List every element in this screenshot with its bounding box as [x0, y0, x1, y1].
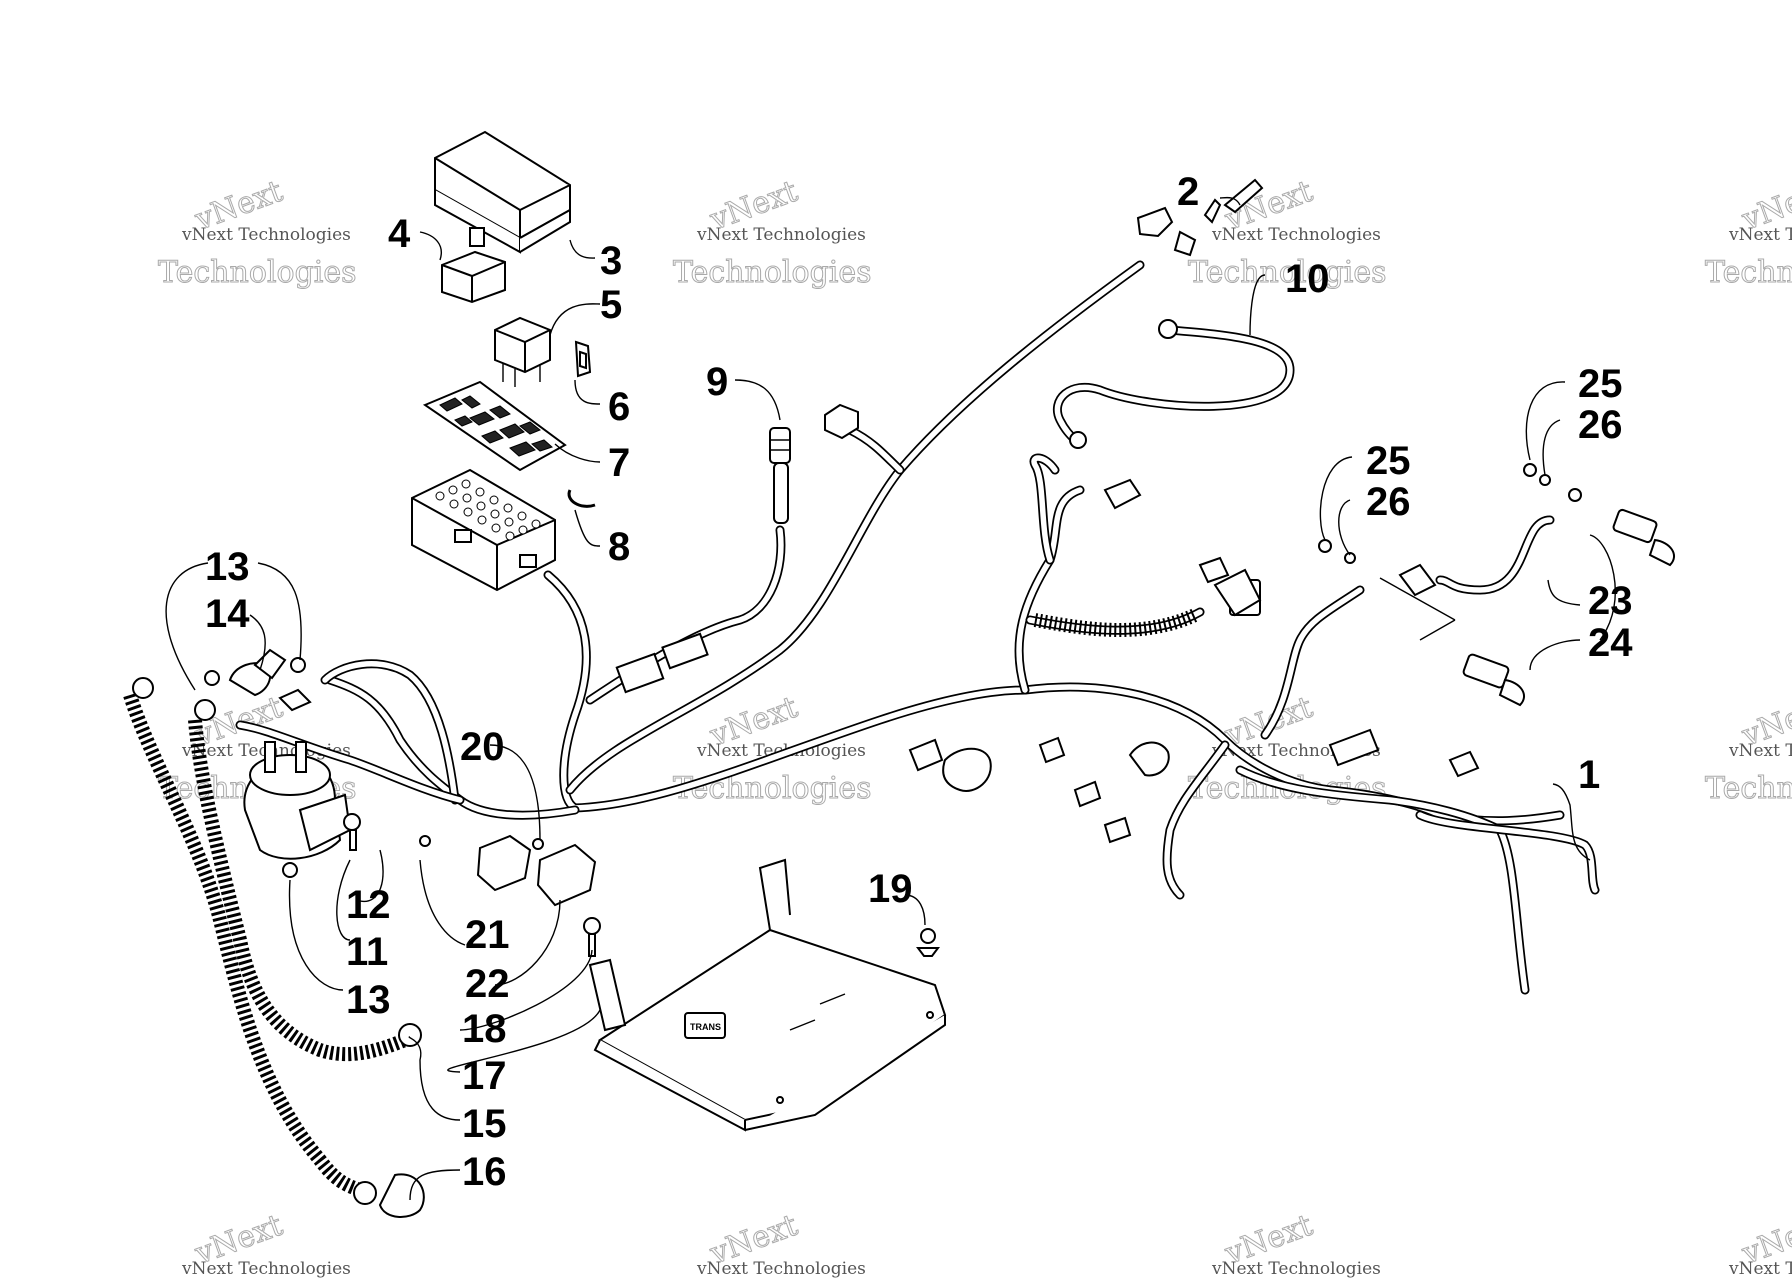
- callout-3: 3: [600, 239, 622, 283]
- watermark: vNext vNext Technologies Technologies: [673, 689, 873, 806]
- watermark-text: vNext Technologies: [696, 1259, 866, 1279]
- relay-5: [494, 316, 551, 387]
- callout-24: 24: [1588, 621, 1633, 665]
- watermark-text: vNext Technologies: [181, 1259, 351, 1279]
- fuse-6: [574, 340, 592, 378]
- callout-17: 17: [462, 1054, 507, 1098]
- watermark: vNext vNext Technologies: [1211, 1207, 1381, 1279]
- watermark: vNext vNext Technologies: [181, 1207, 351, 1279]
- callout-25a: 25: [1578, 362, 1623, 406]
- watermark: vNext vNext Technologies Technologies: [673, 173, 873, 290]
- main-harness: [235, 260, 1600, 995]
- watermark-text: vNext Technologies: [1211, 1259, 1381, 1279]
- coiled-wire: [1033, 568, 1262, 638]
- watermark-text: vNext Technologies: [1728, 1259, 1792, 1279]
- connectors-mid: [908, 478, 1480, 844]
- callout-numbers: 1 2 3 4 5 6 7 8 9 10 11 12 13 13 14 15 1…: [205, 170, 1633, 1194]
- starter-solenoid: [243, 741, 352, 878]
- watermark: vNext vNext Technologies: [696, 1207, 866, 1279]
- connector-harness-top: [824, 403, 859, 440]
- callout-6: 6: [608, 385, 630, 429]
- callout-11: 11: [346, 930, 388, 974]
- watermark-tech: Technologies: [1705, 771, 1792, 806]
- callout-26a: 26: [1578, 403, 1623, 447]
- screw-18: [583, 917, 601, 957]
- connector-top-2: [1136, 178, 1264, 257]
- boot-14: [228, 648, 287, 697]
- callout-21: 21: [465, 913, 510, 957]
- nuts-13: [204, 657, 312, 712]
- watermarks: vNext vNext Technologies Technologies vN…: [158, 173, 1792, 1279]
- callout-9: 9: [706, 360, 728, 404]
- callout-26b: 26: [1366, 480, 1411, 524]
- watermark: vNext vNext Technologies Technologies: [1705, 689, 1792, 806]
- callout-22: 22: [465, 962, 510, 1006]
- watermark-text: vNext Technologies: [696, 225, 866, 245]
- callout-25b: 25: [1366, 439, 1411, 483]
- retainer-8: [567, 489, 596, 508]
- ground-wire-10: [1052, 319, 1295, 449]
- sensor-9: [769, 427, 791, 524]
- watermark-tech: Technologies: [1188, 255, 1387, 290]
- callout-4: 4: [388, 212, 411, 256]
- watermark: vNext vNext Technologies Technologies: [1705, 173, 1792, 290]
- connector-white: [615, 632, 709, 694]
- watermark-text: vNext Technologies: [1728, 741, 1792, 761]
- screw-12: [343, 813, 361, 851]
- fuse-box-cover-3: [434, 130, 571, 254]
- watermark-tech: Technologies: [673, 255, 872, 290]
- fuse-box-lid-4: [441, 250, 506, 304]
- rivet-19: [916, 928, 940, 957]
- callout-7: 7: [608, 441, 630, 485]
- callout-14: 14: [205, 592, 250, 636]
- watermark: vNext vNext Technologies: [1728, 1207, 1792, 1279]
- callout-16: 16: [462, 1150, 507, 1194]
- watermark-tech: Technologies: [158, 255, 357, 290]
- watermark-text: vNext Technologies: [1728, 225, 1792, 245]
- callout-15: 15: [462, 1102, 507, 1146]
- plate-label: TRANS: [690, 1022, 721, 1032]
- fuse-label-7: [422, 380, 567, 472]
- sensor-group-upper: [1398, 463, 1675, 597]
- callout-12: 12: [346, 883, 391, 927]
- callout-19: 19: [868, 867, 913, 911]
- watermark: vNext vNext Technologies Technologies: [158, 173, 358, 290]
- callout-23: 23: [1588, 579, 1633, 623]
- watermark-text: vNext Technologies: [181, 225, 351, 245]
- callout-1: 1: [1578, 753, 1600, 797]
- callout-2: 2: [1177, 170, 1199, 214]
- watermark-text: vNext Technologies: [1211, 225, 1381, 245]
- leader-lines: [165, 196, 1616, 1201]
- callout-13c: 13: [346, 978, 391, 1022]
- callout-8: 8: [608, 525, 630, 569]
- callout-5: 5: [600, 283, 622, 327]
- mounting-plate-17: [588, 858, 947, 1132]
- fuse-block: [411, 468, 556, 592]
- callout-20: 20: [460, 725, 505, 769]
- watermark-tech: Technologies: [673, 771, 872, 806]
- callout-10: 10: [1285, 257, 1330, 301]
- sensor-group-lower: [1318, 539, 1525, 707]
- callout-13a: 13: [205, 545, 250, 589]
- relay-group: [419, 834, 597, 907]
- watermark-tech: Technologies: [1705, 255, 1792, 290]
- callout-18: 18: [462, 1007, 507, 1051]
